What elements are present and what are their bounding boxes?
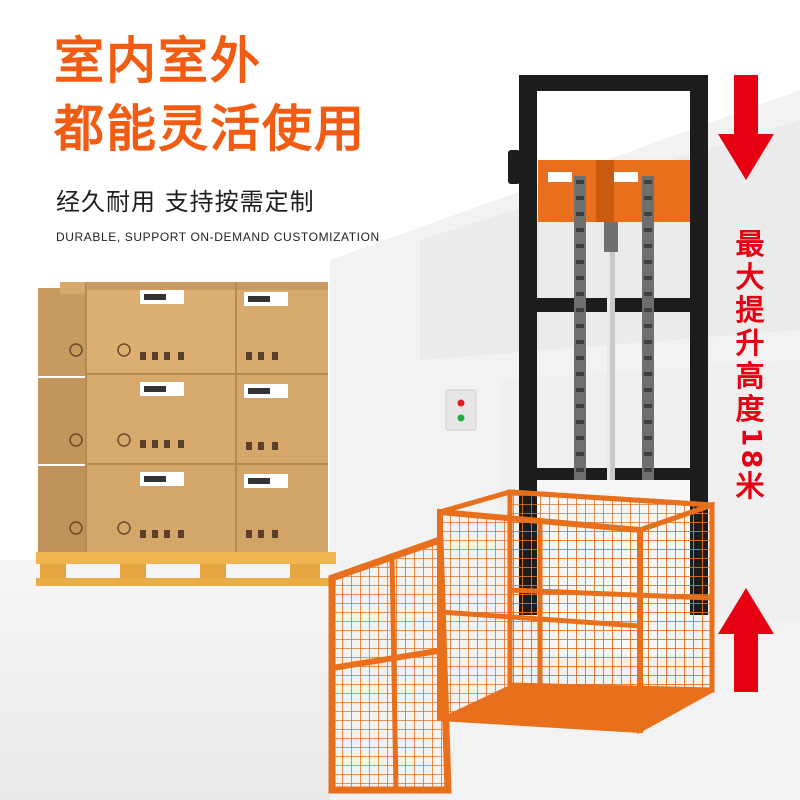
stop-button-icon: [457, 399, 465, 407]
height-label-char: 米: [735, 469, 765, 503]
height-label-char: 大: [735, 260, 765, 294]
down-arrow-icon: [718, 75, 774, 180]
headline-line-1: 室内室外: [54, 32, 262, 90]
height-label-char: 1: [734, 427, 766, 447]
height-label-char: 高: [735, 359, 765, 393]
subtitle-en: DURABLE, SUPPORT ON-DEMAND CUSTOMIZATION: [56, 230, 380, 244]
cage-door: [328, 535, 452, 794]
lift-carriage: [538, 160, 690, 222]
control-box: [445, 389, 477, 431]
carton-front-mid-left: [86, 374, 236, 464]
height-label-char: 度: [735, 392, 765, 426]
handling-symbols: [140, 352, 278, 538]
height-label-char: 8: [734, 449, 766, 469]
carton-front-top-right: [236, 282, 328, 374]
carton-front-top-left: [86, 282, 236, 374]
height-label-char: 提: [735, 293, 765, 327]
up-arrow-icon: [718, 588, 774, 692]
headline-line-2: 都能灵活使用: [54, 100, 366, 158]
subtitle-zh: 经久耐用 支持按需定制: [56, 188, 315, 216]
hydraulic-cylinder: [604, 222, 618, 502]
recycle-icon: [69, 343, 131, 535]
carton-front-bottom-right: [236, 464, 328, 552]
wooden-pallet: [36, 552, 336, 586]
carton-front-bottom-left: [86, 464, 236, 552]
height-label-char: 升: [735, 326, 765, 360]
carton-front-mid-right: [236, 374, 328, 464]
carton-tape-lines: [85, 282, 328, 552]
lift-cage: [437, 489, 715, 735]
start-button-icon: [457, 414, 465, 422]
lift-chains: [574, 176, 654, 546]
height-label-char: 最: [735, 227, 765, 261]
carton-stack: [36, 282, 336, 586]
